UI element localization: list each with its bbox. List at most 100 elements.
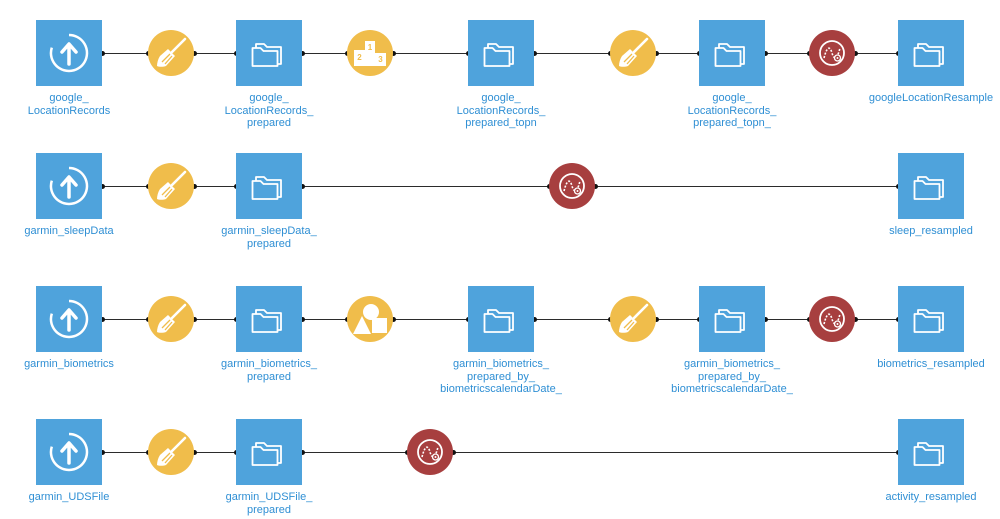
flow-edge[interactable] xyxy=(102,186,148,187)
dataset-label[interactable]: garmin_biometrics_ prepared_by_ biometri… xyxy=(671,358,793,395)
dataset-node[interactable] xyxy=(236,286,302,352)
resample-icon xyxy=(555,169,589,203)
shapes-recipe-node[interactable] xyxy=(347,296,393,342)
dataset-node[interactable] xyxy=(36,20,102,86)
dataset-node[interactable] xyxy=(468,286,534,352)
svg-text:2: 2 xyxy=(357,53,362,62)
prepare-recipe-node[interactable] xyxy=(610,30,656,76)
broom-icon xyxy=(154,435,188,469)
folder-icon xyxy=(913,38,949,68)
dataset-label[interactable]: garmin_biometrics_ prepared xyxy=(221,358,317,383)
dataset-node[interactable] xyxy=(699,286,765,352)
flow-edge[interactable] xyxy=(194,186,236,187)
edge-connector-dot xyxy=(451,450,456,455)
flow-edge[interactable] xyxy=(393,53,468,54)
flow-edge[interactable] xyxy=(656,53,699,54)
dataset-label[interactable]: sleep_resampled xyxy=(889,225,973,237)
flow-edge[interactable] xyxy=(393,319,468,320)
edge-connector-dot xyxy=(300,450,305,455)
dataset-label[interactable]: google_ LocationRecords_ prepared xyxy=(224,92,314,129)
folder-icon xyxy=(251,437,287,467)
dataset-label[interactable]: garmin_UDSFile_ prepared xyxy=(225,491,313,516)
resample-icon xyxy=(815,302,849,336)
edge-connector-dot xyxy=(593,184,598,189)
flow-edge[interactable] xyxy=(855,53,898,54)
flow-edge[interactable] xyxy=(595,186,898,187)
flow-edge[interactable] xyxy=(302,452,407,453)
edge-connector-dot xyxy=(100,184,105,189)
prepare-recipe-node[interactable] xyxy=(148,429,194,475)
dataset-label[interactable]: activity_resampled xyxy=(885,491,977,503)
dataset-label[interactable]: google_ LocationRecords_ prepared_topn_ xyxy=(687,92,777,129)
dataset-node[interactable] xyxy=(36,286,102,352)
dataset-node[interactable] xyxy=(468,20,534,86)
shapes-icon xyxy=(350,301,390,337)
dataset-node[interactable] xyxy=(236,419,302,485)
flow-edge[interactable] xyxy=(765,53,809,54)
dataset-label[interactable]: google_ LocationRecords xyxy=(27,92,111,117)
flow-edge[interactable] xyxy=(855,319,898,320)
flow-edge[interactable] xyxy=(302,53,347,54)
dataset-label[interactable]: googleLocationResample xyxy=(868,92,994,104)
edge-connector-dot xyxy=(300,184,305,189)
dataset-label[interactable]: garmin_sleepData_ prepared xyxy=(221,225,317,250)
folder-icon xyxy=(913,171,949,201)
stats-recipe-node[interactable] xyxy=(809,30,855,76)
flow-edge[interactable] xyxy=(102,319,148,320)
resample-icon xyxy=(815,36,849,70)
dataset-node[interactable] xyxy=(36,153,102,219)
edge-connector-dot xyxy=(654,317,659,322)
dataset-node[interactable] xyxy=(236,153,302,219)
edge-connector-dot xyxy=(853,317,858,322)
flow-edge[interactable] xyxy=(194,319,236,320)
dataset-node[interactable] xyxy=(898,153,964,219)
dataset-node[interactable] xyxy=(236,20,302,86)
stats-recipe-node[interactable] xyxy=(549,163,595,209)
prepare-recipe-node[interactable] xyxy=(148,30,194,76)
dataset-label[interactable]: garmin_UDSFile xyxy=(28,491,110,503)
flow-edge[interactable] xyxy=(534,53,610,54)
folder-icon xyxy=(251,38,287,68)
broom-icon xyxy=(154,169,188,203)
dataset-node[interactable] xyxy=(898,20,964,86)
upload-icon xyxy=(49,33,89,73)
dataset-node[interactable] xyxy=(898,419,964,485)
flow-edge[interactable] xyxy=(656,319,699,320)
dataset-node[interactable] xyxy=(898,286,964,352)
upload-icon xyxy=(49,166,89,206)
dataset-label[interactable]: garmin_biometrics xyxy=(24,358,114,370)
folder-icon xyxy=(483,304,519,334)
edge-connector-dot xyxy=(192,317,197,322)
flow-edge[interactable] xyxy=(194,53,236,54)
dataset-label[interactable]: garmin_biometrics_ prepared_by_ biometri… xyxy=(440,358,562,395)
dataset-node[interactable] xyxy=(699,20,765,86)
folder-icon xyxy=(251,171,287,201)
flow-edge[interactable] xyxy=(302,186,549,187)
flow-edge[interactable] xyxy=(453,452,898,453)
stats-recipe-node[interactable] xyxy=(407,429,453,475)
flow-edge[interactable] xyxy=(302,319,347,320)
edge-connector-dot xyxy=(763,317,768,322)
edge-connector-dot xyxy=(192,51,197,56)
flow-edge[interactable] xyxy=(194,452,236,453)
edge-connector-dot xyxy=(300,317,305,322)
prepare-recipe-node[interactable] xyxy=(610,296,656,342)
flow-edge[interactable] xyxy=(534,319,610,320)
dataset-label[interactable]: biometrics_resampled xyxy=(877,358,985,370)
svg-text:3: 3 xyxy=(378,55,383,64)
flow-edge[interactable] xyxy=(765,319,809,320)
edge-connector-dot xyxy=(300,51,305,56)
dataset-node[interactable] xyxy=(36,419,102,485)
folder-icon xyxy=(714,38,750,68)
dataset-label[interactable]: garmin_sleepData xyxy=(24,225,114,237)
broom-icon xyxy=(616,36,650,70)
flow-edge[interactable] xyxy=(102,53,148,54)
stats-recipe-node[interactable] xyxy=(809,296,855,342)
broom-icon xyxy=(154,302,188,336)
prepare-recipe-node[interactable] xyxy=(148,296,194,342)
dataset-label[interactable]: google_ LocationRecords_ prepared_topn xyxy=(456,92,546,129)
prepare-recipe-node[interactable] xyxy=(148,163,194,209)
flow-edge[interactable] xyxy=(102,452,148,453)
